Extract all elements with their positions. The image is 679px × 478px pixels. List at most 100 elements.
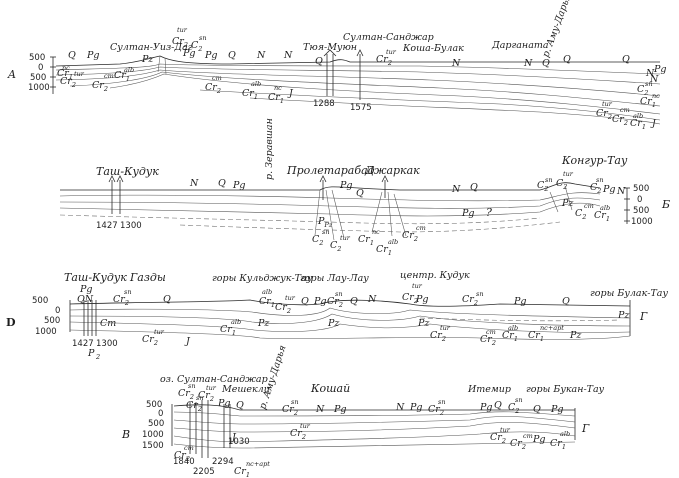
profile-d-stratum-dashed	[419, 317, 621, 322]
profile-a-label-pg-3: Pg	[204, 50, 217, 61]
svg-text:C2: C2	[312, 234, 323, 247]
profile-a-tick-500-up: 500	[29, 53, 45, 63]
profile-d-label-pz-4: Pz	[569, 330, 582, 341]
profile-b-place-dzharkak: Джаркак	[364, 164, 420, 177]
profile-v-tick-0: 0	[158, 409, 163, 419]
svg-text:tur: tur	[500, 426, 511, 434]
profile-b-surface	[60, 182, 601, 191]
profile-d-stratum-2	[69, 313, 631, 327]
profile-b-label-n: N	[189, 178, 199, 189]
svg-text:cm: cm	[486, 328, 496, 336]
profile-b-place-proletarabad: Пролетарабад	[286, 164, 375, 177]
profile-a-label-q: Q	[68, 50, 76, 61]
svg-text:C2: C2	[575, 208, 586, 221]
svg-text:2: 2	[95, 353, 100, 361]
profile-d-surface	[69, 299, 631, 307]
profile-v-label-pg-3: Pg	[409, 402, 422, 413]
svg-text:C2: C2	[637, 84, 648, 97]
profile-d-label-pg-4: Pg	[513, 296, 526, 307]
svg-text:tur: tur	[602, 100, 613, 108]
profile-b: 1427 1300 р. Зеравшан Таш-Кудук Пролетар…	[59, 118, 670, 257]
profile-a-label-q-6: Q	[622, 54, 630, 65]
profile-v-label-j: J	[230, 432, 237, 443]
profile-a-tick-500-down: 500	[30, 73, 46, 83]
profile-a-label-pg-right: N	[649, 74, 659, 85]
profile-v-stratum-1	[173, 411, 576, 417]
profile-d-place-kuldzhuk-tau: горы Кульджук-Тау	[212, 273, 313, 284]
profile-a-stratum-3	[55, 69, 661, 97]
svg-text:nc+apt: nc+apt	[246, 460, 270, 468]
profile-a-label-n: N	[256, 50, 266, 61]
profile-d-label-j: J	[184, 336, 191, 347]
profile-a-tick-0: 0	[38, 63, 43, 73]
svg-text:tur: tur	[300, 422, 311, 430]
profile-v-tick-500-up: 500	[146, 400, 162, 410]
profile-b-label-q-3: Q	[470, 182, 478, 193]
profile-b-letter: Б	[661, 198, 670, 211]
profile-a-place-kosha-bulak: Коша-Булак	[402, 43, 464, 54]
profile-b-well-1427-label: 1427	[96, 221, 118, 231]
svg-text:sn: sn	[515, 396, 523, 404]
svg-text:alb: alb	[508, 324, 518, 332]
svg-text:sn: sn	[596, 176, 604, 184]
profile-d-label-pz-3: Pz	[417, 318, 430, 329]
svg-text:sn: sn	[188, 382, 196, 390]
svg-text:alb: alb	[633, 112, 643, 120]
profile-v-label-q-1: Q	[236, 400, 244, 411]
profile-b-tick-500-up: 500	[633, 184, 649, 194]
profile-v-well-2294-label: 2294	[212, 457, 234, 467]
svg-text:C2: C2	[537, 180, 548, 193]
profile-v-tick-1500: 1500	[142, 441, 164, 451]
svg-text:nc+apt: nc+apt	[540, 324, 564, 332]
profile-b-label-pg-4: Pg	[602, 184, 615, 195]
profile-d-label-cm: Cm	[100, 318, 116, 329]
profile-d-label-q-3: Q	[350, 296, 358, 307]
svg-text:tur: tur	[563, 170, 574, 178]
profile-a-label-q-5: Q	[563, 54, 571, 65]
profile-b-place-zeravshan: р. Зеравшан	[264, 118, 275, 180]
profile-d-label-pz-5: Pz	[617, 310, 630, 321]
profile-v-letter-left: В	[121, 428, 130, 441]
profile-v-surface	[173, 404, 575, 411]
svg-text:C2: C2	[330, 240, 341, 253]
profile-a-well-1575-label: 1575	[350, 103, 372, 113]
profile-a-label-pg-4: Pg	[653, 64, 666, 75]
svg-text:C2: C2	[191, 40, 202, 53]
profile-a-label-n-3: N	[451, 58, 461, 69]
svg-text:sn: sn	[645, 80, 653, 88]
profile-b-label-n-2: N	[451, 184, 461, 195]
profile-b-well-1300-label: 1300	[120, 221, 142, 231]
profile-d-label-pg-3: Pg	[415, 294, 428, 305]
profile-v-label-n-1: N	[315, 404, 325, 415]
profile-a-well-1288: 1288	[313, 49, 337, 109]
profile-a-stratum-7	[249, 97, 661, 125]
profile-d-well-1427-label: 1427	[72, 339, 94, 349]
profile-v-well-1030-label: 1030	[228, 437, 250, 447]
profile-d-stratum-4	[69, 329, 631, 340]
profile-a-well-1575: 1575	[350, 49, 372, 113]
profile-d-label-n: N	[367, 294, 377, 305]
profile-d-place-centr-kuduk: центр. Кудук	[400, 270, 470, 281]
profile-a-stratum-6	[199, 89, 661, 121]
profile-v-label-pg-4: Pg	[479, 402, 492, 413]
profile-d-tick-0: 0	[55, 306, 60, 316]
profile-a-label-q-3: Q	[315, 56, 323, 67]
profile-a-label-q-4: Q	[542, 58, 550, 69]
profile-b-stratum-dashed-1	[59, 214, 541, 225]
profile-b-stratum-2	[59, 197, 601, 209]
profile-d-place-bulak-tau: горы Булак-Тау	[590, 288, 668, 299]
profile-a-stratum-5	[109, 73, 661, 115]
profile-v-place-sultan-sandzhar: оз. Султан-Санджар	[160, 374, 268, 385]
svg-text:cm: cm	[104, 72, 114, 80]
profile-v-stratum-3	[173, 422, 576, 433]
profile-a-place-tyuya-muyun: Тюя-Муюн	[303, 42, 357, 53]
